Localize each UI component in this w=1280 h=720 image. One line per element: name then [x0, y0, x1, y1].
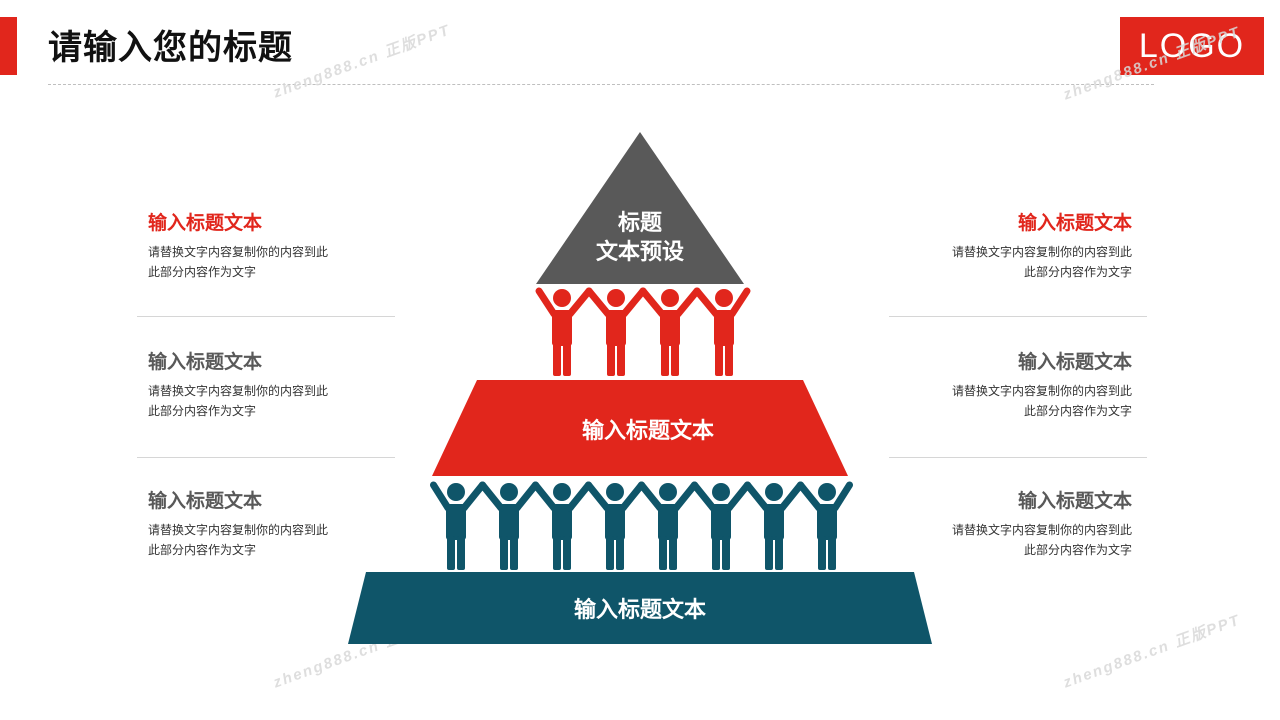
right-info-block-1: 输入标题文本 请替换文字内容复制你的内容到此 此部分内容作为文字 [912, 211, 1132, 282]
title-divider [48, 84, 1154, 85]
left-info-block-1: 输入标题文本 请替换文字内容复制你的内容到此 此部分内容作为文字 [148, 211, 368, 282]
info-description-line: 请替换文字内容复制你的内容到此 [148, 522, 329, 537]
logo: LOGO [1120, 17, 1264, 75]
person-figure [638, 481, 698, 570]
pyramid-middle-label: 输入标题文本 [582, 418, 714, 444]
info-heading: 输入标题文本 [1017, 490, 1132, 512]
info-description-line: 此部分内容作为文字 [1023, 542, 1132, 557]
info-description-line: 请替换文字内容复制你的内容到此 [148, 383, 329, 398]
info-heading: 输入标题文本 [1017, 212, 1132, 234]
info-description-line: 请替换文字内容复制你的内容到此 [951, 244, 1132, 259]
right-info-block-3: 输入标题文本 请替换文字内容复制你的内容到此 此部分内容作为文字 [912, 489, 1132, 560]
info-description-line: 请替换文字内容复制你的内容到此 [951, 522, 1132, 537]
pyramid-top-label-line: 文本预设 [596, 239, 684, 265]
info-description-line: 请替换文字内容复制你的内容到此 [148, 244, 329, 259]
right-divider [889, 457, 1147, 458]
info-description-line: 此部分内容作为文字 [148, 264, 257, 279]
right-divider [889, 316, 1147, 317]
person-figure [744, 481, 804, 570]
person-figure [585, 481, 645, 570]
info-description-line: 此部分内容作为文字 [148, 403, 257, 418]
info-heading: 输入标题文本 [148, 351, 263, 373]
right-info-block-2: 输入标题文本 请替换文字内容复制你的内容到此 此部分内容作为文字 [912, 350, 1132, 421]
person-figure [430, 481, 486, 570]
left-info-block-3: 输入标题文本 请替换文字内容复制你的内容到此 此部分内容作为文字 [148, 489, 368, 560]
info-description-line: 请替换文字内容复制你的内容到此 [951, 383, 1132, 398]
title-accent-bar [0, 17, 17, 75]
pyramid-top-label-line: 标题 [618, 210, 663, 236]
info-heading: 输入标题文本 [148, 490, 263, 512]
left-info-block-2: 输入标题文本 请替换文字内容复制你的内容到此 此部分内容作为文字 [148, 350, 368, 421]
pyramid-middle-band [432, 380, 848, 476]
person-figure [585, 287, 647, 376]
pyramid-top-triangle [536, 132, 744, 284]
person-figure [691, 481, 751, 570]
info-description-line: 此部分内容作为文字 [148, 542, 257, 557]
info-description-line: 此部分内容作为文字 [1023, 264, 1132, 279]
person-figure [693, 287, 751, 376]
pyramid-bottom-band [348, 572, 932, 644]
left-divider [137, 316, 395, 317]
left-divider [137, 457, 395, 458]
info-heading: 输入标题文本 [1017, 351, 1132, 373]
pyramid-bottom-label: 输入标题文本 [574, 597, 706, 623]
info-description-line: 此部分内容作为文字 [1023, 403, 1132, 418]
person-figure [535, 287, 593, 376]
person-figure [479, 481, 539, 570]
page-title: 请输入您的标题 [48, 28, 293, 68]
person-figure [532, 481, 592, 570]
person-figure [797, 481, 853, 570]
person-figure [639, 287, 701, 376]
red-people-row [535, 287, 751, 376]
teal-people-row [430, 481, 853, 570]
info-heading: 输入标题文本 [148, 212, 263, 234]
